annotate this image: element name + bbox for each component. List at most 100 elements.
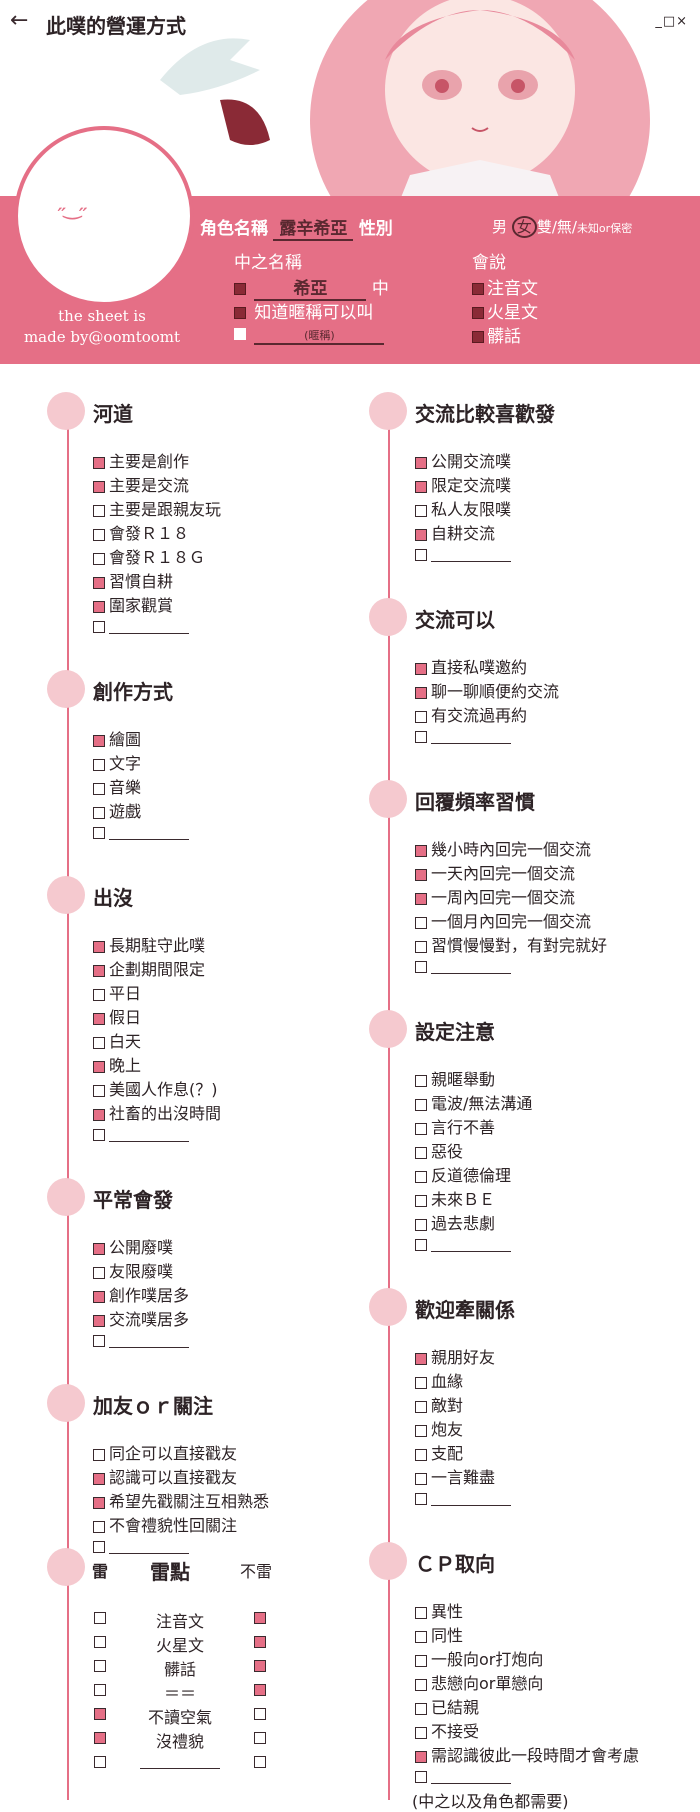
checkbox-checked[interactable] (254, 1636, 266, 1648)
checkbox-empty[interactable] (93, 988, 105, 1001)
checkbox-checked[interactable] (415, 868, 427, 881)
checkbox-empty[interactable] (415, 548, 427, 561)
checkbox-empty[interactable] (415, 1678, 427, 1691)
checkbox-checked[interactable] (93, 600, 105, 613)
checkbox-empty[interactable] (415, 1702, 427, 1715)
checkbox-empty[interactable] (415, 730, 427, 743)
checkbox-checked[interactable] (415, 528, 427, 541)
checkbox-empty[interactable] (415, 1770, 427, 1783)
checkbox-empty[interactable] (415, 1122, 427, 1135)
checkbox-empty[interactable] (415, 1492, 427, 1505)
checkbox-empty[interactable] (93, 1036, 105, 1049)
checkbox-empty[interactable] (93, 504, 105, 517)
checkbox-checked[interactable] (415, 1750, 427, 1763)
checkbox-empty[interactable] (94, 1636, 106, 1648)
blank-line[interactable] (431, 1491, 511, 1506)
checkbox-empty[interactable] (93, 1540, 105, 1553)
checkbox-empty[interactable] (94, 1612, 106, 1624)
checkbox-empty[interactable] (415, 1218, 427, 1231)
checkbox-empty[interactable] (93, 782, 105, 795)
checkbox-empty[interactable] (415, 1194, 427, 1207)
checkbox-empty[interactable] (415, 1448, 427, 1461)
blank-line[interactable] (109, 619, 189, 634)
checkbox-empty[interactable] (93, 1520, 105, 1533)
checkbox-empty[interactable] (415, 1654, 427, 1667)
checkbox-checked[interactable] (254, 1684, 266, 1696)
checkbox-empty[interactable] (254, 1732, 266, 1744)
checkbox-empty[interactable] (94, 1684, 106, 1696)
checkbox-checked[interactable] (254, 1660, 266, 1672)
checkbox-empty[interactable] (415, 916, 427, 929)
checkbox-checked[interactable] (93, 1314, 105, 1327)
checkbox-empty[interactable] (93, 1448, 105, 1461)
checkbox-empty[interactable] (415, 1098, 427, 1111)
checkbox-empty[interactable] (93, 1084, 105, 1097)
checkbox-empty[interactable] (94, 1660, 106, 1672)
checkbox-empty[interactable] (415, 1074, 427, 1087)
checkbox-checked[interactable] (93, 1242, 105, 1255)
blank-line[interactable] (109, 1333, 189, 1348)
blank-line[interactable] (431, 1237, 511, 1252)
checkbox-empty[interactable] (93, 528, 105, 541)
checkbox-empty[interactable] (93, 1128, 105, 1141)
checkbox-empty[interactable] (415, 1170, 427, 1183)
checkbox-empty[interactable] (415, 960, 427, 973)
checkbox-empty[interactable] (93, 806, 105, 819)
checkbox-checked[interactable] (415, 844, 427, 857)
checkbox-checked[interactable] (94, 1732, 106, 1744)
checkbox-empty[interactable] (415, 1630, 427, 1643)
checkbox-empty[interactable] (93, 758, 105, 771)
checkbox-empty[interactable] (254, 1708, 266, 1720)
checkbox-empty[interactable] (93, 552, 105, 565)
checkbox-empty[interactable] (415, 1424, 427, 1437)
checkbox-checked[interactable] (254, 1612, 266, 1624)
checkbox-checked[interactable] (93, 1108, 105, 1121)
checkbox-checked[interactable] (415, 480, 427, 493)
checkbox-empty[interactable] (93, 1334, 105, 1347)
checkbox-checked[interactable] (93, 576, 105, 589)
checkbox-checked[interactable] (93, 1290, 105, 1303)
checkbox-empty[interactable] (415, 1726, 427, 1739)
checkbox-checked[interactable] (472, 331, 484, 343)
checkbox-checked[interactable] (415, 662, 427, 675)
back-arrow-icon[interactable]: ← (10, 8, 29, 33)
checkbox-checked[interactable] (93, 1472, 105, 1485)
checkbox-checked[interactable] (415, 456, 427, 469)
checkbox-empty[interactable] (415, 1400, 427, 1413)
checkbox-checked[interactable] (93, 1496, 105, 1509)
checkbox-empty[interactable] (415, 1376, 427, 1389)
checkbox-checked[interactable] (93, 964, 105, 977)
blank-line[interactable] (109, 1539, 189, 1554)
blank-line[interactable] (109, 1127, 189, 1142)
window-controls[interactable]: _□× (655, 14, 688, 29)
checkbox-checked[interactable] (415, 1352, 427, 1365)
blank-line[interactable] (140, 1754, 220, 1769)
checkbox-checked[interactable] (93, 1060, 105, 1073)
blank-line[interactable] (431, 547, 511, 562)
checkbox-checked[interactable] (93, 940, 105, 953)
checkbox-empty[interactable] (94, 1756, 106, 1768)
checkbox-checked[interactable] (472, 307, 484, 319)
checkbox-empty[interactable] (415, 1472, 427, 1485)
checkbox-empty[interactable] (234, 328, 246, 340)
checkbox-checked[interactable] (93, 1012, 105, 1025)
checkbox-empty[interactable] (415, 1606, 427, 1619)
checkbox-empty[interactable] (254, 1756, 266, 1768)
blank-line[interactable] (431, 1769, 511, 1784)
checkbox-empty[interactable] (93, 620, 105, 633)
checkbox-empty[interactable] (93, 826, 105, 839)
checkbox-checked[interactable] (93, 734, 105, 747)
checkbox-checked[interactable] (93, 456, 105, 469)
blank-line[interactable] (431, 729, 511, 744)
checkbox-empty[interactable] (415, 1238, 427, 1251)
blank-line[interactable] (109, 825, 189, 840)
checkbox-checked[interactable] (234, 283, 246, 295)
checkbox-empty[interactable] (415, 710, 427, 723)
blank-line[interactable] (431, 959, 511, 974)
checkbox-checked[interactable] (415, 892, 427, 905)
checkbox-empty[interactable] (415, 1146, 427, 1159)
checkbox-checked[interactable] (234, 307, 246, 319)
checkbox-empty[interactable] (93, 1266, 105, 1279)
checkbox-empty[interactable] (415, 504, 427, 517)
checkbox-checked[interactable] (93, 480, 105, 493)
